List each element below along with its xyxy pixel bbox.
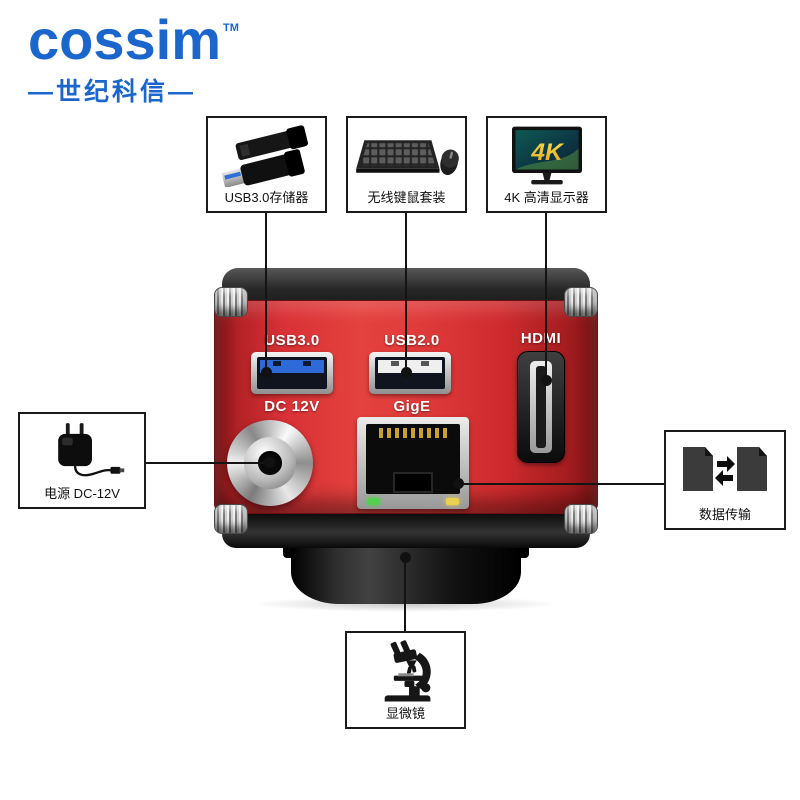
data-transfer-label: 数据传输: [698, 507, 751, 522]
usb3-port-label: USB3.0: [264, 332, 320, 349]
callout-keyboard-mouse: 无线键鼠套装: [346, 116, 467, 213]
gige-led-green: [367, 498, 380, 505]
gige-led-yellow: [446, 498, 459, 505]
connection-dot-dc: [264, 457, 275, 468]
knurled-screw-bottom-left: [214, 504, 248, 534]
monitor-icon: 4K: [511, 126, 582, 185]
rj45-latch-notch: [395, 474, 431, 491]
trademark-symbol: TM: [223, 22, 239, 34]
data-transfer-icon: [683, 447, 767, 491]
gige-ethernet-port: [357, 417, 469, 509]
hdmi-port: [517, 351, 565, 463]
display-label: 4K 高清显示器: [504, 190, 589, 205]
keyboard-mouse-icon: [355, 140, 459, 176]
callout-microscope: 显微镜: [345, 631, 466, 729]
connector-line-usb-storage: [265, 212, 267, 372]
knurled-screw-top-right: [564, 287, 598, 317]
connection-dot-lens: [400, 552, 411, 563]
connector-line-data-transfer: [458, 483, 664, 485]
microscope-label: 显微镜: [385, 706, 425, 721]
usb3-pin-left: [273, 361, 281, 366]
connector-line-microscope: [404, 557, 406, 631]
dc-power-label: DC 12V: [264, 398, 320, 415]
connection-dot-usb2: [401, 367, 412, 378]
knurled-screw-top-left: [214, 287, 248, 317]
rj45-gold-pins: [379, 428, 447, 438]
connection-dot-usb3: [261, 367, 272, 378]
connector-line-display: [545, 212, 547, 380]
power-adapter-icon: [58, 423, 125, 477]
knurled-screw-bottom-right: [564, 504, 598, 534]
connector-line-power: [146, 462, 269, 464]
brand-subtitle: —世纪科信—: [28, 78, 197, 106]
usb-flash-drive-icon: [221, 125, 308, 187]
gige-port-label: GigE: [393, 398, 431, 415]
callout-usb-storage: USB3.0存储器: [206, 116, 327, 213]
connector-line-keyboard-mouse: [405, 212, 407, 372]
microscope-icon: [384, 640, 431, 702]
hdmi-port-label: HDMI: [520, 330, 562, 347]
power-adapter-label: 电源 DC-12V: [44, 486, 120, 501]
monitor-screen-text: 4K: [530, 139, 565, 166]
hdmi-slot-opening: [536, 366, 546, 448]
connection-dot-gige: [453, 478, 464, 489]
rj45-opening: [366, 424, 460, 494]
keyboard-mouse-label: 无线键鼠套装: [367, 190, 446, 205]
callout-power-adapter: 电源 DC-12V: [18, 412, 146, 509]
callout-data-transfer: 数据传输: [664, 430, 786, 530]
usb3-pin-right: [303, 361, 311, 366]
callout-display: 4K 4K 高清显示器: [486, 116, 607, 213]
brand-name: cossim: [28, 8, 221, 71]
usb-storage-label: USB3.0存储器: [224, 190, 309, 205]
usb2-pin-right: [421, 361, 429, 366]
usb2-port-label: USB2.0: [384, 332, 440, 349]
connection-dot-hdmi: [541, 375, 552, 386]
usb2-pin-left: [391, 361, 399, 366]
